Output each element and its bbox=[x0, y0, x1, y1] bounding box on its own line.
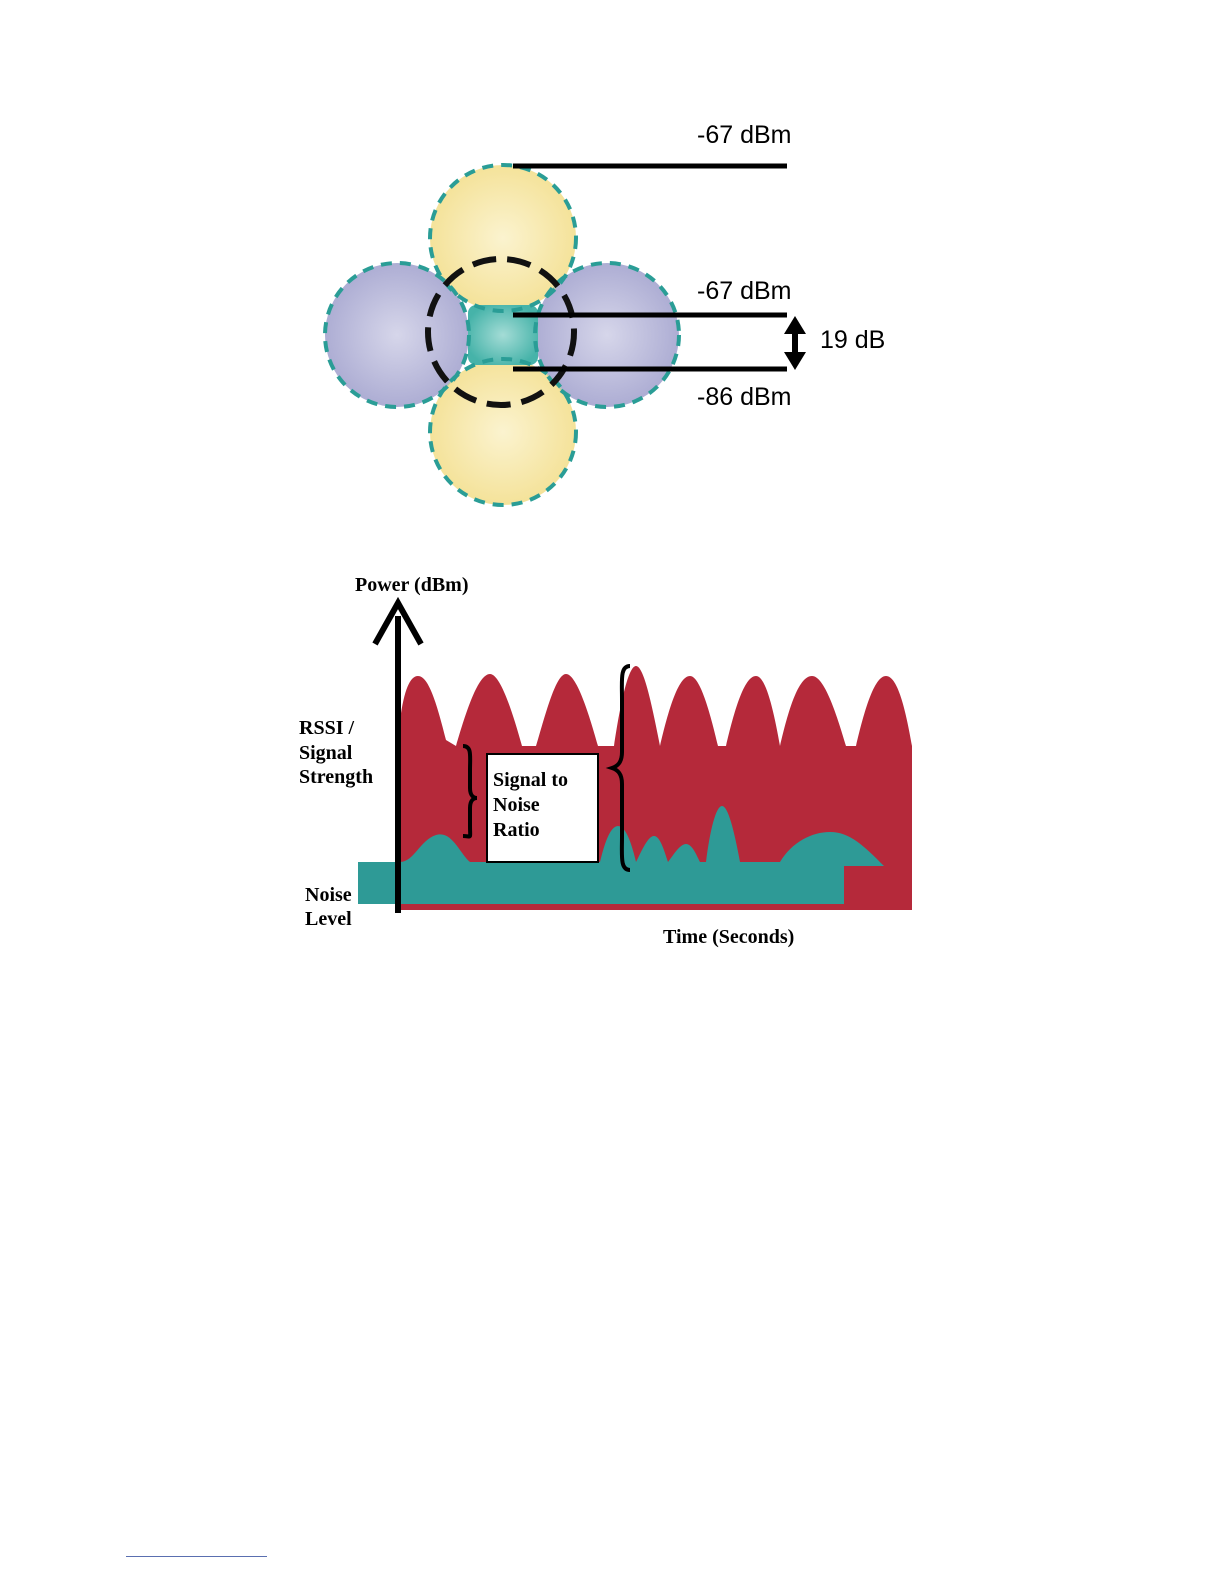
snr-box-line3: Ratio bbox=[493, 819, 540, 841]
footnote-rule bbox=[126, 1556, 267, 1557]
rssi-label-line1: RSSI / bbox=[299, 717, 354, 739]
snr-box-line1: Signal to bbox=[493, 769, 568, 791]
snr-box-line2: Noise bbox=[493, 794, 540, 816]
x-axis-label: Time (Seconds) bbox=[663, 926, 794, 948]
noise-label-line2: Level bbox=[305, 908, 352, 930]
rssi-label-line3: Strength bbox=[299, 766, 373, 788]
rssi-label-line2: Signal bbox=[299, 742, 353, 764]
noise-label-line1: Noise bbox=[305, 884, 352, 906]
y-axis-label: Power (dBm) bbox=[355, 574, 469, 596]
